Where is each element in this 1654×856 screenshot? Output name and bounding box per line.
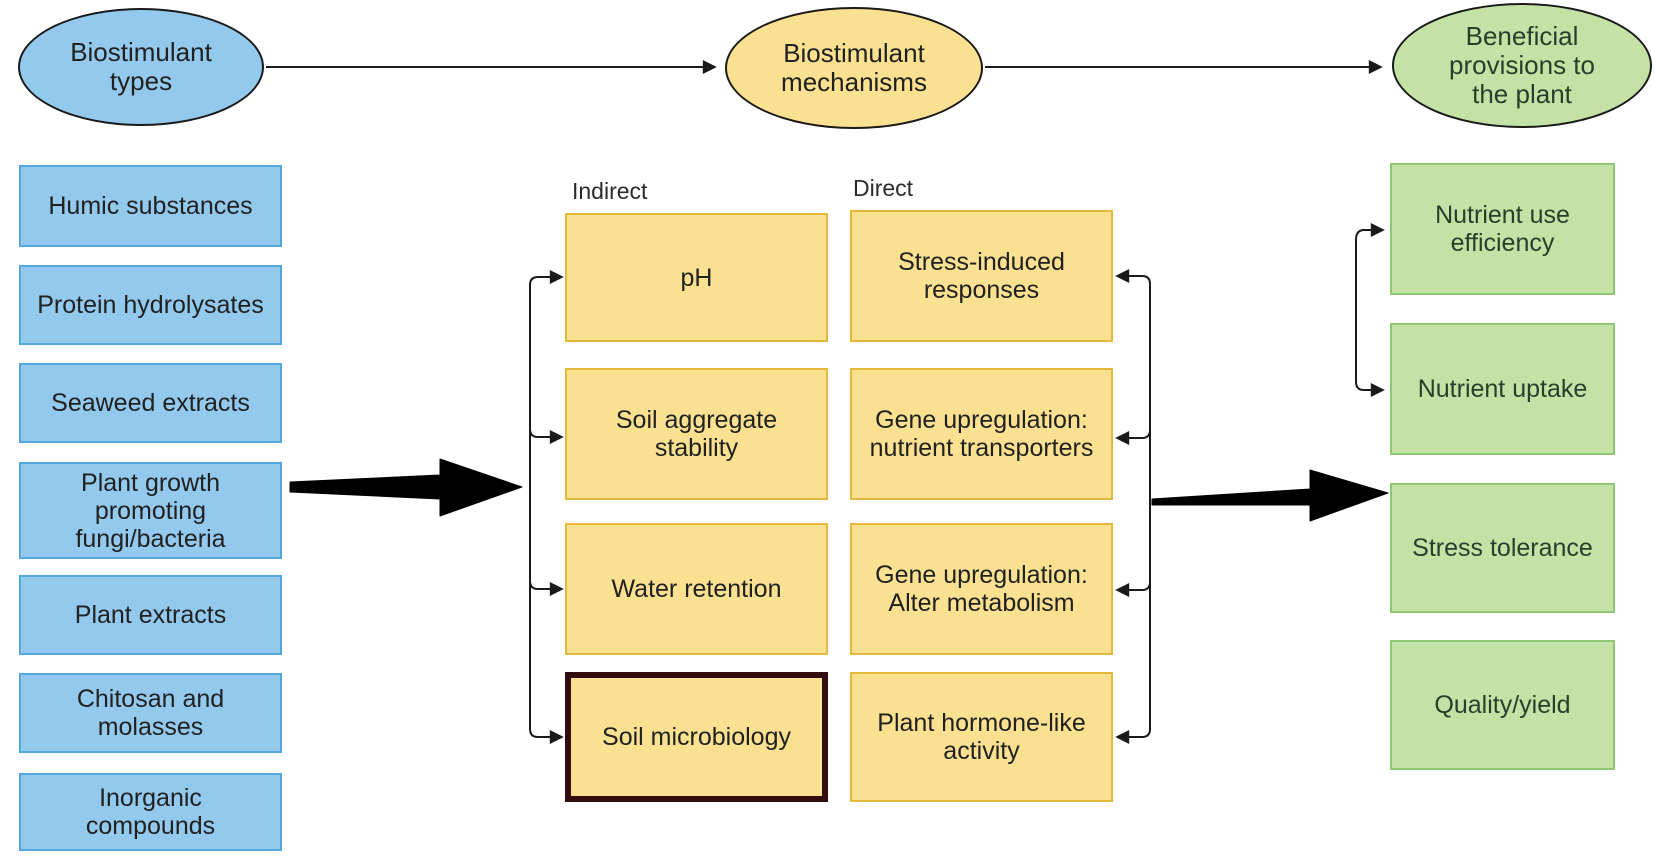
- nutrient-link-connector: [1355, 223, 1385, 397]
- type-box-chitosan-molasses: Chitosan and molasses: [19, 673, 282, 753]
- type-box-inorganic-compounds: Inorganic compounds: [19, 773, 282, 851]
- mechanisms-to-benefits-big-arrow: [1151, 469, 1389, 522]
- types-ellipse: Biostimulant types: [18, 8, 264, 126]
- indirect-box-ph: pH: [565, 213, 828, 342]
- benefit-box-label: Quality/yield: [1434, 691, 1571, 719]
- indirect-column-heading: Indirect: [572, 178, 648, 204]
- type-box-humic-substances: Humic substances: [19, 165, 282, 247]
- indirect-box-label: Water retention: [611, 575, 782, 603]
- benefit-box-nutrient-uptake: Nutrient uptake: [1390, 323, 1615, 455]
- type-box-label: Humic substances: [48, 192, 253, 220]
- indirect-box-label: Soil aggregate stability: [615, 406, 778, 462]
- direct-box-plant-hormone-activity: Plant hormone-like activity: [850, 672, 1113, 802]
- direct-box-gene-upregulation-transporters: Gene upregulation: nutrient transporters: [850, 368, 1113, 500]
- benefit-box-nutrient-use-efficiency: Nutrient use efficiency: [1390, 163, 1615, 295]
- benefit-box-label: Stress tolerance: [1412, 534, 1593, 562]
- direct-column-heading: Direct: [853, 175, 914, 201]
- direct-box-label: Gene upregulation: nutrient transporters: [869, 406, 1094, 462]
- direct-box-label: Plant hormone-like activity: [877, 709, 1086, 765]
- type-box-label: Plant growth promoting fungi/bacteria: [75, 468, 226, 553]
- indirect-box-soil-aggregate-stability: Soil aggregate stability: [565, 368, 828, 500]
- direct-box-stress-induced-responses: Stress-induced responses: [850, 210, 1113, 342]
- type-box-label: Chitosan and molasses: [76, 685, 225, 741]
- indirect-box-soil-microbiology: Soil microbiology: [565, 672, 828, 802]
- benefit-box-stress-tolerance: Stress tolerance: [1390, 483, 1615, 613]
- indirect-box-label: Soil microbiology: [602, 723, 791, 751]
- indirect-box-water-retention: Water retention: [565, 523, 828, 655]
- direct-box-label: Stress-induced responses: [898, 248, 1065, 304]
- type-box-label: Inorganic compounds: [85, 784, 216, 840]
- types-to-mechanisms-big-arrow: [289, 458, 523, 517]
- type-box-plant-growth-promoting: Plant growth promoting fungi/bacteria: [19, 462, 282, 559]
- type-box-label: Protein hydrolysates: [37, 291, 264, 319]
- benefit-box-label: Nutrient uptake: [1417, 375, 1588, 403]
- types-ellipse-label: Biostimulant types: [70, 36, 212, 96]
- type-box-label: Plant extracts: [74, 601, 227, 629]
- direct-box-gene-upregulation-metabolism: Gene upregulation: Alter metabolism: [850, 523, 1113, 655]
- benefits-ellipse: Beneficial provisions to the plant: [1392, 3, 1652, 128]
- direct-box-label: Gene upregulation: Alter metabolism: [875, 561, 1088, 617]
- type-box-seaweed-extracts: Seaweed extracts: [19, 363, 282, 443]
- benefit-box-label: Nutrient use efficiency: [1435, 201, 1570, 257]
- benefit-box-quality-yield: Quality/yield: [1390, 640, 1615, 770]
- mechanisms-ellipse: Biostimulant mechanisms: [725, 7, 983, 129]
- direct-bracket-connector: [1115, 269, 1151, 744]
- indirect-bracket-connector: [529, 270, 564, 744]
- indirect-box-label: pH: [680, 263, 713, 292]
- type-box-protein-hydrolysates: Protein hydrolysates: [19, 265, 282, 345]
- type-box-plant-extracts: Plant extracts: [19, 575, 282, 655]
- type-box-label: Seaweed extracts: [51, 389, 250, 417]
- benefits-ellipse-label: Beneficial provisions to the plant: [1449, 20, 1595, 110]
- mechanisms-ellipse-label: Biostimulant mechanisms: [781, 37, 927, 97]
